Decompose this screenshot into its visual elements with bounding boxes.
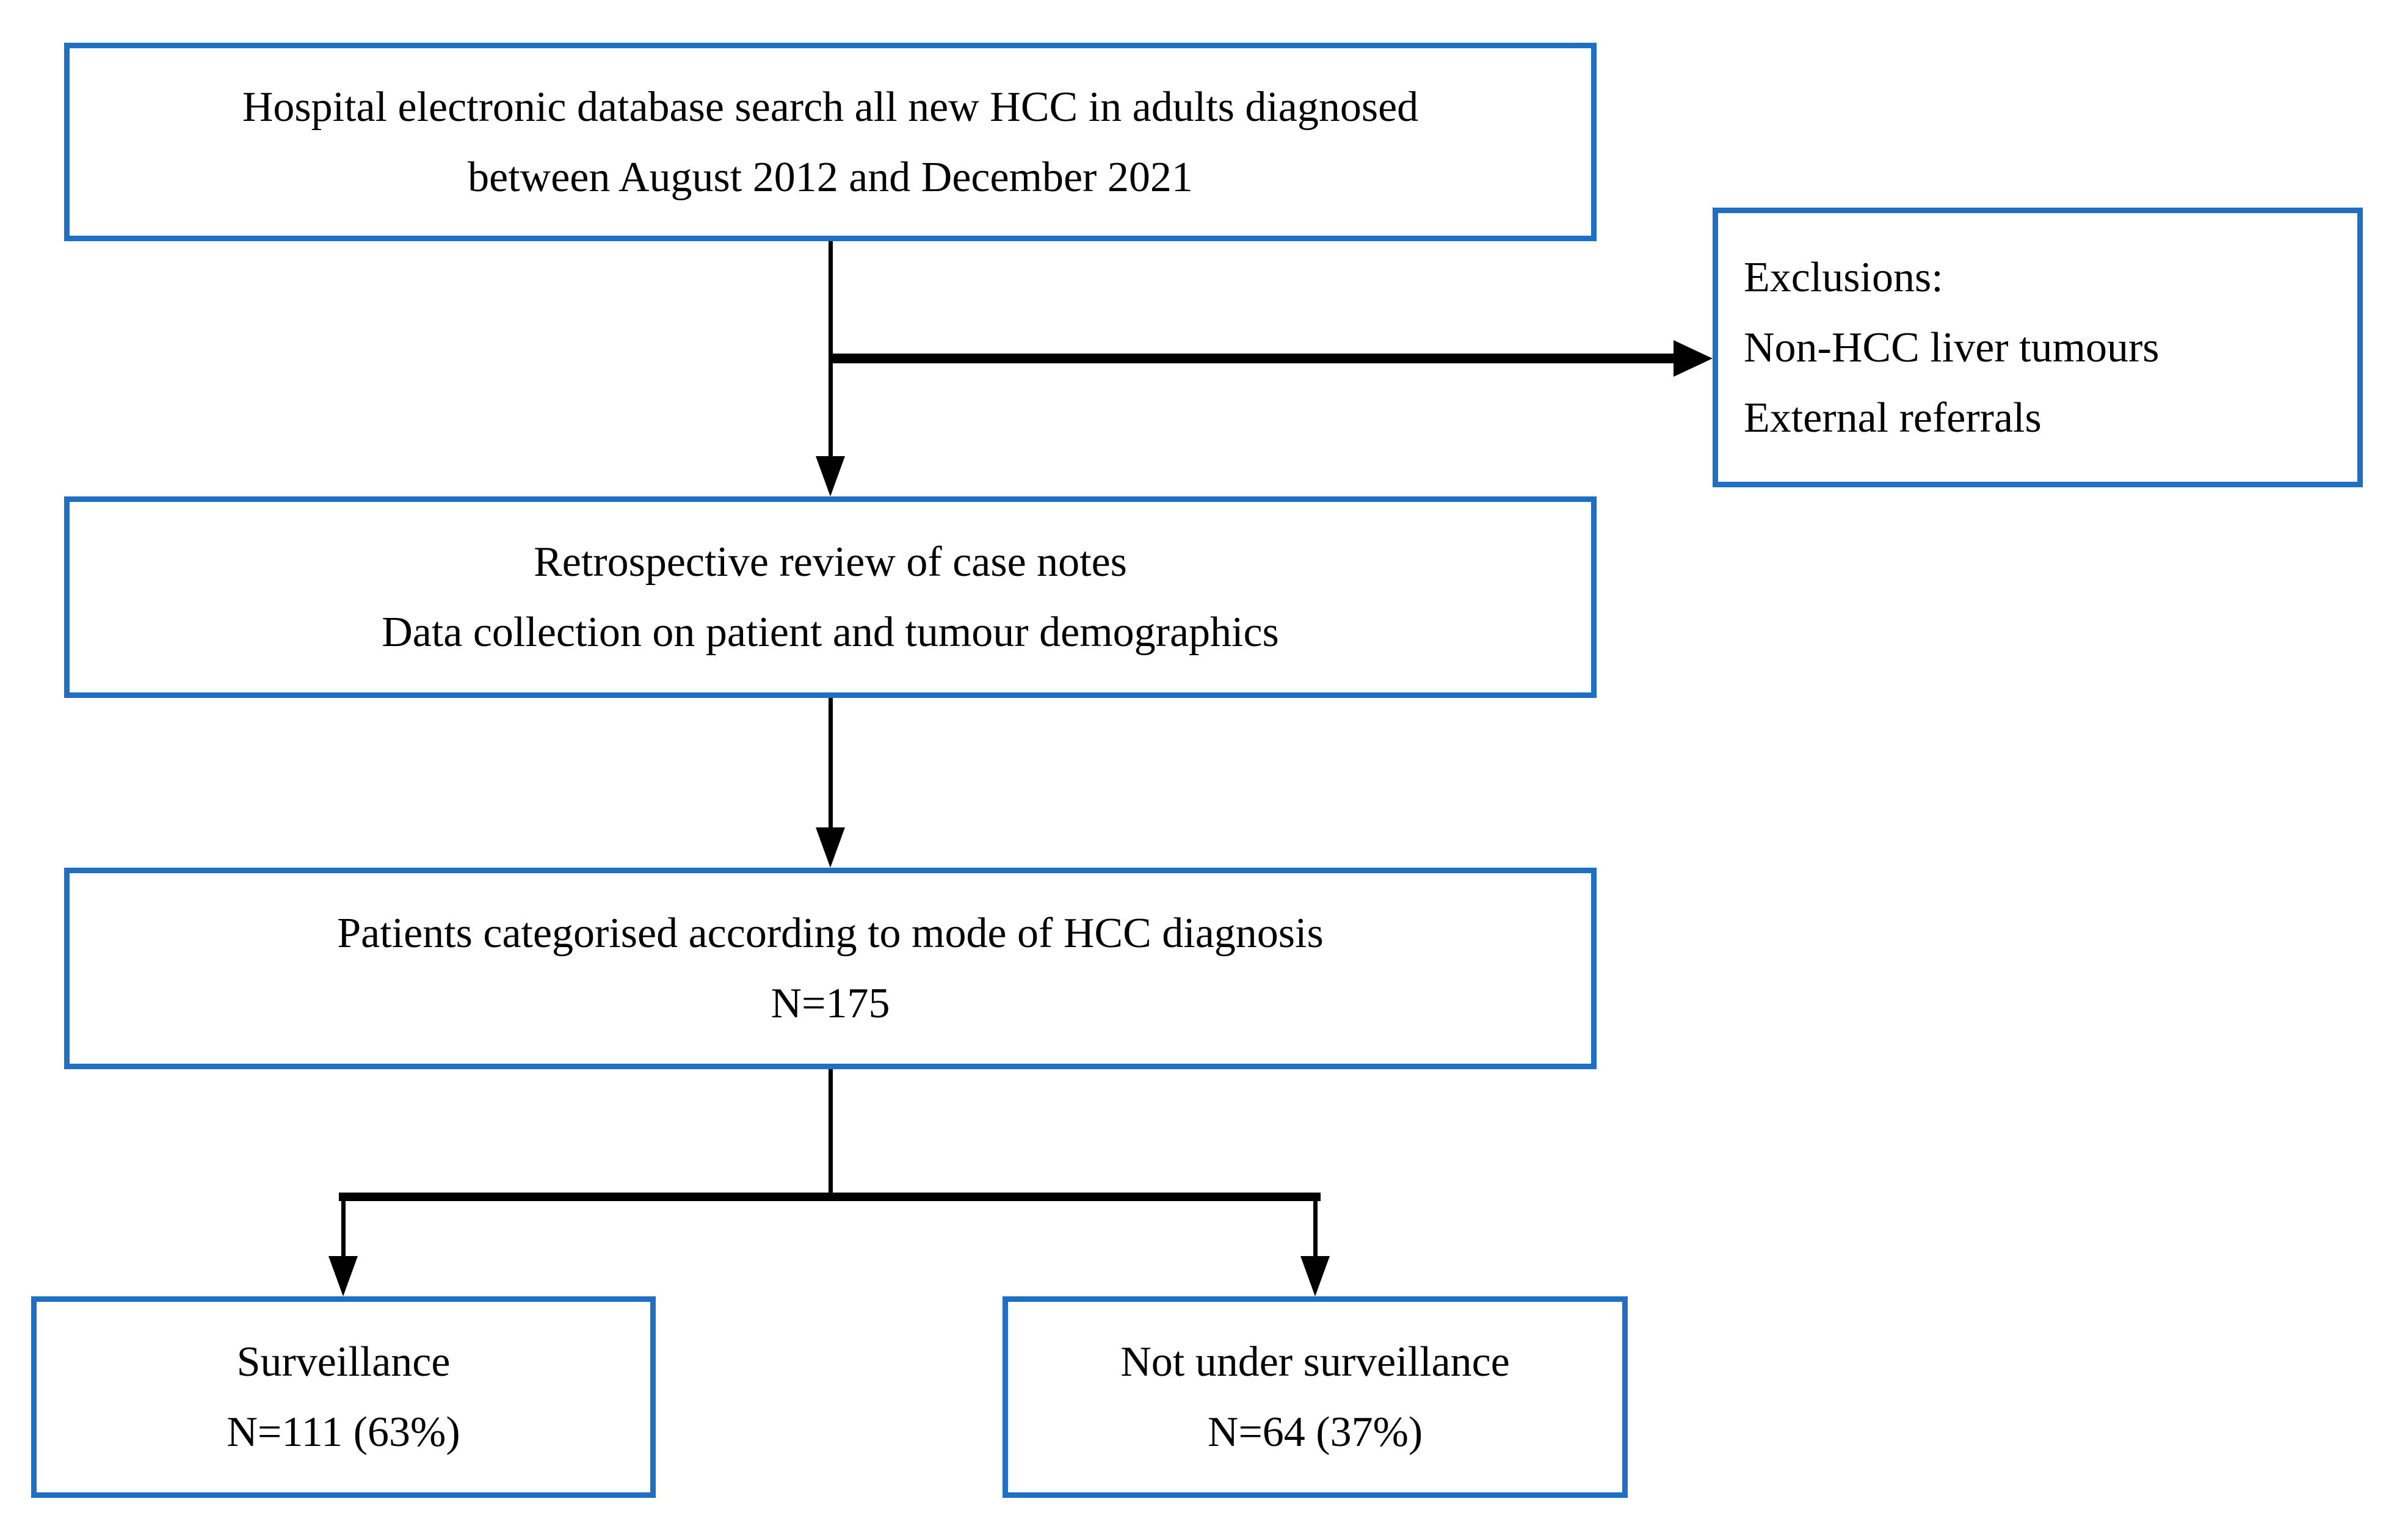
connector-to-exclusions (829, 354, 1676, 363)
connector-split-horizontal (339, 1193, 1321, 1201)
box-retrospective-review: Retrospective review of case notes Data … (64, 496, 1597, 698)
box-not-under-surveillance: Not under surveillance N=64 (37%) (1003, 1296, 1628, 1498)
connector-review-to-categorised (829, 698, 833, 830)
box-categorised-line-1: Patients categorised according to mode o… (337, 910, 1324, 957)
box-exclusions-line-1: Exclusions: (1744, 253, 1943, 301)
box-exclusions-line-3: External referrals (1744, 394, 2042, 441)
box-database-search-line-1: Hospital electronic database search all … (242, 83, 1419, 131)
arrowhead-right-exclusions-icon (1674, 340, 1713, 377)
box-surveillance: Surveillance N=111 (63%) (31, 1296, 656, 1498)
box-database-search: Hospital electronic database search all … (64, 43, 1597, 241)
connector-drop-not-under-surveillance (1313, 1193, 1318, 1258)
box-categorised-line-2: N=175 (771, 980, 890, 1027)
arrowhead-down-not-under-surveillance-icon (1300, 1256, 1330, 1296)
connector-drop-surveillance (341, 1193, 346, 1258)
box-exclusions: Exclusions: Non-HCC liver tumours Extern… (1713, 208, 2363, 487)
connector-categorised-stub (829, 1069, 833, 1197)
box-exclusions-line-2: Non-HCC liver tumours (1744, 324, 2160, 371)
arrowhead-down-surveillance-icon (328, 1256, 358, 1296)
box-surveillance-line-2: N=111 (63%) (227, 1409, 460, 1456)
box-surveillance-line-1: Surveillance (236, 1338, 451, 1386)
box-database-search-line-2: between August 2012 and December 2021 (468, 153, 1193, 201)
connector-database-to-review (829, 241, 833, 459)
arrowhead-down-review-icon (816, 456, 845, 496)
box-retrospective-review-line-2: Data collection on patient and tumour de… (382, 609, 1279, 656)
box-not-under-surveillance-line-2: N=64 (37%) (1207, 1409, 1423, 1456)
box-not-under-surveillance-line-1: Not under surveillance (1120, 1338, 1510, 1386)
box-categorised: Patients categorised according to mode o… (64, 868, 1597, 1069)
box-retrospective-review-line-1: Retrospective review of case notes (534, 539, 1127, 586)
arrowhead-down-categorised-icon (816, 827, 845, 868)
